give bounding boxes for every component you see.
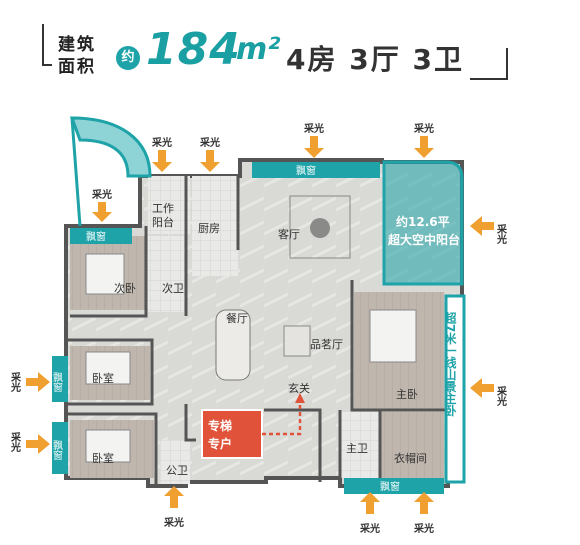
public-bath-label: 公卫 — [166, 464, 188, 477]
private-lift-label-2: 专户 — [208, 436, 232, 451]
daylight-label-6: 采光 — [495, 223, 508, 245]
work-balcony-floor — [148, 176, 190, 234]
lift-entry-arrow — [262, 393, 305, 436]
daylight-label-2: 采光 — [199, 136, 220, 149]
daylight-label-3: 采光 — [303, 122, 324, 135]
daylight-label-8: 采光 — [9, 371, 22, 393]
daylight-label-4: 采光 — [413, 122, 434, 135]
header: 建筑 面积 约 184 m² 4房 3厅 3卫 — [0, 0, 580, 92]
balcony-callout-line1: 约12.6平 — [396, 214, 450, 229]
private-lift-label-1: 专梯 — [208, 418, 232, 433]
header-bracket-left — [42, 24, 44, 66]
header-bracket-left-foot — [42, 64, 52, 66]
daylight-markers: 采光 采光 采光 采光 采光 采光 采光 采光 采光 采光 采光 采光 — [9, 122, 508, 535]
bedroom-a-label: 卧室 — [92, 371, 114, 385]
bay-window-label-master: 飘窗 — [380, 480, 400, 493]
bay-windows — [52, 162, 466, 494]
daylight-label-11: 采光 — [359, 522, 380, 535]
dining-label: 餐厅 — [226, 311, 248, 325]
header-bracket-right-foot — [470, 78, 508, 80]
area-label-line1: 建筑 — [58, 35, 96, 55]
area-label: 建筑 面积 — [58, 34, 112, 78]
work-balcony-label-1: 工作 — [152, 202, 174, 215]
daylight-label-5: 采光 — [91, 188, 112, 201]
area-label-line2: 面积 — [58, 57, 96, 77]
second-bedroom-label: 次卧 — [114, 281, 136, 295]
bedroom-b-label: 卧室 — [92, 451, 114, 465]
bay-window-label-second: 飘窗 — [86, 230, 106, 243]
private-lift — [201, 409, 263, 459]
daylight-label-1: 采光 — [151, 136, 172, 149]
kitchen-floor — [192, 176, 238, 276]
daylight-label-9: 采光 — [9, 431, 22, 453]
area-unit: m² — [236, 32, 281, 67]
header-bracket-right — [506, 48, 508, 80]
work-balcony-bay — [69, 116, 152, 178]
cloakroom-label: 衣帽间 — [394, 451, 427, 465]
daylight-label-7: 采光 — [495, 385, 508, 407]
second-bath-label: 次卫 — [162, 281, 184, 295]
area-value: 184 — [146, 24, 241, 75]
kitchen-label: 厨房 — [198, 222, 220, 235]
master-bath-floor — [340, 412, 380, 478]
daylight-label-12: 采光 — [413, 522, 434, 535]
daylight-label-10: 采光 — [163, 516, 184, 529]
bay-window-label-living: 飘窗 — [296, 164, 316, 177]
master-bedroom-label: 主卧 — [396, 388, 418, 401]
approx-badge: 约 — [116, 46, 140, 70]
entrance-label: 玄关 — [288, 381, 310, 395]
public-bath-floor — [160, 440, 190, 484]
cloakroom-floor — [380, 412, 444, 482]
work-balcony-label-2: 阳台 — [152, 215, 174, 229]
living-room-label: 客厅 — [278, 227, 300, 241]
room-layout: 4房 3厅 3卫 — [286, 43, 464, 76]
bay-window-label-bedroom-a: 飘窗 — [51, 372, 63, 393]
tea-room-label: 品茗厅 — [310, 338, 343, 351]
balcony-callout-line2: 超大空中阳台 — [387, 232, 460, 247]
floor-area — [64, 158, 464, 488]
sky-balcony — [382, 160, 464, 286]
second-bath-floor — [148, 236, 184, 312]
bay-window-label-bedroom-b: 飘窗 — [51, 440, 63, 461]
master-bath-label: 主卫 — [346, 442, 368, 455]
master-view-callout: 超7米一线山景主卧 — [443, 311, 457, 417]
